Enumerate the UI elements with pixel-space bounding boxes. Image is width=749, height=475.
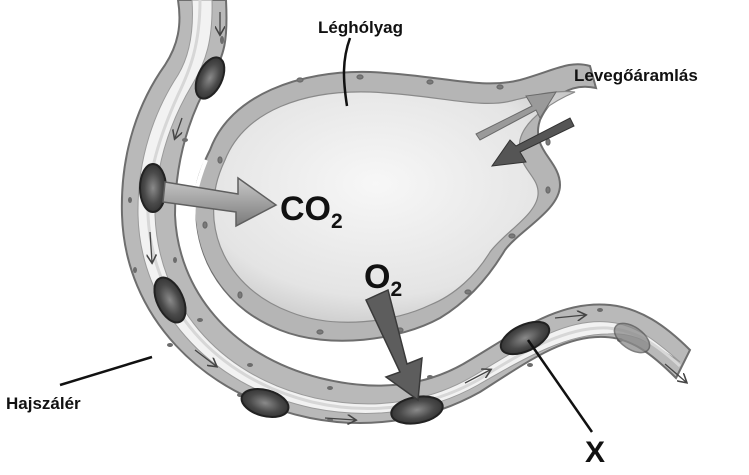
co2-label-base: CO: [280, 190, 331, 228]
o2-label-subscript: 2: [390, 278, 403, 301]
capillary-outer-wall: [120, 0, 692, 424]
flow-arrow-icon: [664, 363, 686, 382]
capillary-lumen: [137, 0, 681, 414]
o2-gas-arrow-icon: [364, 288, 423, 402]
alveolus-label: Léghólyag: [318, 18, 404, 37]
alveolus-leader-line: [342, 37, 352, 107]
airflow-label: Levegőáramlás: [574, 66, 698, 85]
x-leader-line: [526, 339, 594, 433]
red-blood-cell-icon: [499, 320, 551, 356]
co2-label-subscript: 2: [331, 210, 343, 233]
alveolus-wall-cells: [202, 74, 551, 335]
alveolus-air-space: [213, 90, 576, 323]
co2-gas-arrow-icon: [162, 176, 278, 228]
red-blood-cell-icon: [139, 163, 167, 213]
flow-arrow-icon: [554, 315, 585, 318]
airflow-arrows: [475, 91, 575, 167]
air-in-arrow-icon: [475, 91, 557, 141]
red-blood-cell-icon: [240, 387, 290, 419]
flow-arrows: [150, 12, 686, 420]
flow-arrow-icon: [464, 370, 490, 384]
red-blood-cell-icon: [613, 322, 651, 354]
o2-label: O2: [364, 258, 402, 302]
flow-arrow-icon: [175, 117, 183, 138]
red-blood-cell-icon: [194, 56, 226, 100]
red-blood-cells: [139, 56, 651, 425]
capillary-leader-line: [59, 355, 153, 387]
red-blood-cell-icon: [153, 276, 187, 324]
co2-label: CO2: [280, 190, 343, 234]
capillary-label: Hajszálér: [6, 394, 81, 413]
flow-arrow-icon: [324, 418, 355, 420]
leader-lines: [59, 37, 594, 433]
o2-label-base: O: [364, 258, 391, 296]
alveolus: [193, 63, 598, 342]
flow-arrow-icon: [150, 231, 152, 262]
x-label: X: [585, 436, 606, 469]
flow-arrow-icon: [194, 349, 216, 366]
air-out-arrow-icon: [490, 117, 575, 167]
